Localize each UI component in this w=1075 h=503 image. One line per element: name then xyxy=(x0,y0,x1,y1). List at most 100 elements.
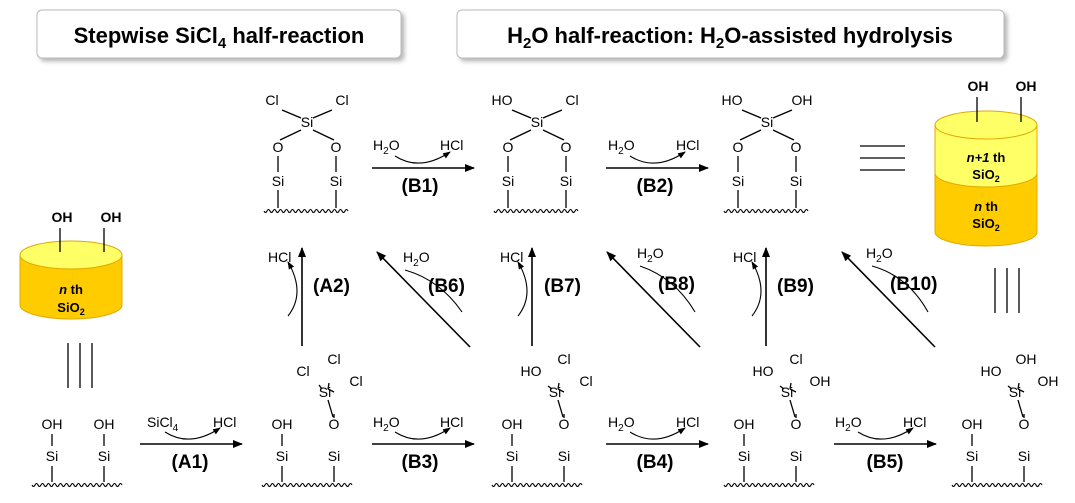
molecule-b3-product-oh-left: OH xyxy=(502,416,523,432)
arrow-A1: SiCl4 HCl (A1) xyxy=(140,414,243,473)
molecule-b1-product-si-right: Si xyxy=(560,173,572,189)
molecule-a1-reactant-si-right: Si xyxy=(98,448,110,464)
arrow-B10: H2O (B10) xyxy=(841,245,938,348)
reagent-h2o-b1: H2O xyxy=(373,137,400,157)
molecule-b1-product-si-left: Si xyxy=(502,173,514,189)
molecule-b4-product-o-right: O xyxy=(791,416,802,432)
label-B9: (B9) xyxy=(777,276,814,297)
molecule-b2-product-si-left: Si xyxy=(732,173,744,189)
cyl-left-layer: n th xyxy=(59,282,83,297)
molecule-a1-reactant-oh-left: OH xyxy=(42,416,63,432)
cyl-right-top-layer: n+1 th xyxy=(967,150,1006,165)
reagent-hcl-b5: HCl xyxy=(903,414,926,430)
molecule-b1-product-left-sub: HO xyxy=(492,92,513,108)
arrow-B2: H2O HCl (B2) xyxy=(606,137,709,197)
arrow-A2: HCl (A2) xyxy=(268,247,350,346)
label-A1: (A1) xyxy=(172,452,209,473)
molecule-b2-product-right-sub: OH xyxy=(792,92,813,108)
arrow-B5: H2O HCl (B5) xyxy=(834,414,937,473)
molecule-b5-product-sub-1: OH xyxy=(1016,351,1037,367)
molecule-b2-product-si-top: Si xyxy=(761,114,773,130)
molecule-b2-product-left-sub: HO xyxy=(722,92,743,108)
molecule-b3-product-sub-0: HO xyxy=(521,363,542,379)
molecule-a1-product-sub-0: Cl xyxy=(296,363,309,379)
arrow-B7: HCl (B7) xyxy=(500,247,581,346)
arrow-B4: H2O HCl (B4) xyxy=(606,414,709,473)
equiv-left xyxy=(67,343,93,388)
molecule-a1-reactant-oh-right: OH xyxy=(94,416,115,432)
molecule-b3-product-sub-2: Cl xyxy=(579,373,592,389)
molecule-b1-reactant-si-left: Si xyxy=(272,173,284,189)
molecule-b2-product-o-right: O xyxy=(791,139,802,155)
molecule-b1-product-o-left: O xyxy=(503,139,514,155)
cylinder-right: OH OH n+1 th SiO2 n th SiO2 xyxy=(934,78,1038,247)
molecule-b3-product-si-left: Si xyxy=(506,448,518,464)
reagent-hcl-b2: HCl xyxy=(676,137,699,153)
reagent-h2o-b5: H2O xyxy=(835,414,862,434)
molecule-b4-product-oh-left: OH xyxy=(734,416,755,432)
label-B6: (B6) xyxy=(428,276,465,297)
molecule-b2-product-si-right: Si xyxy=(790,173,802,189)
label-B3: (B3) xyxy=(402,452,439,473)
molecule-b5-product-si-right: Si xyxy=(1018,448,1030,464)
molecule-b1-reactant-o-left: O xyxy=(273,139,284,155)
label-B2: (B2) xyxy=(637,176,674,197)
reagent-hcl-b1: HCl xyxy=(440,137,463,153)
molecule-a1-product-si-left: Si xyxy=(276,448,288,464)
reagent-hcl-a2: HCl xyxy=(268,249,291,265)
molecule-b3-product-si-right: Si xyxy=(558,448,570,464)
molecule-a1-reactant-si-left: Si xyxy=(46,448,58,464)
reagent-h2o-b10: H2O xyxy=(866,245,893,265)
reagent-hcl-b4: HCl xyxy=(676,414,699,430)
cyl-left-oh-1: OH xyxy=(52,209,73,225)
cyl-left-sio2: SiO2 xyxy=(57,300,84,317)
molecule-b5-product-o-right: O xyxy=(1019,416,1030,432)
molecule-a1-product-o-right: O xyxy=(329,416,340,432)
cylinder-left: OH OH n th SiO2 xyxy=(19,209,123,320)
molecule-a1-reactant: OH OH Si Si xyxy=(31,416,123,488)
reagent-hcl-b3: HCl xyxy=(440,414,463,430)
molecule-b1-product-o-right: O xyxy=(561,139,572,155)
cyl-right-bottom-sio2: SiO2 xyxy=(972,216,999,233)
molecule-b4-product-si-top: Si xyxy=(781,384,793,400)
arrow-B3: H2O HCl (B3) xyxy=(372,414,475,473)
arrow-B1: H2O HCl (B1) xyxy=(372,137,475,197)
arrow-B8: H2O (B8) xyxy=(606,245,701,348)
reagent-h2o-b8: H2O xyxy=(637,245,664,265)
molecule-b1-reactant-left-sub: Cl xyxy=(265,92,278,108)
molecule-b1-product-right-sub: Cl xyxy=(565,92,578,108)
cyl-right-bottom-layer: n th xyxy=(974,199,998,214)
cyl-right-oh-2: OH xyxy=(1016,78,1037,94)
reagent-hcl-b7: HCl xyxy=(500,249,523,265)
header-right-title: H2O half-reaction: H2O-assisted hydrolys… xyxy=(507,23,953,52)
label-B1: (B1) xyxy=(402,176,439,197)
cyl-right-oh-1: OH xyxy=(968,78,989,94)
equiv-top xyxy=(860,145,905,171)
molecule-b4-product-sub-1: Cl xyxy=(789,351,802,367)
molecule-b3-product-si-top: Si xyxy=(549,384,561,400)
arrow-B9: HCl (B9) xyxy=(733,247,814,346)
arrow-B6: H2O (B6) xyxy=(376,249,471,348)
molecule-b3-product-sub-1: Cl xyxy=(557,351,570,367)
molecule-b5-product-oh-left: OH xyxy=(962,416,983,432)
cyl-right-top-sio2: SiO2 xyxy=(972,167,999,184)
molecule-b5-product-sub-2: OH xyxy=(1038,373,1059,389)
molecule-a1-product-sub-1: Cl xyxy=(327,351,340,367)
label-B8: (B8) xyxy=(658,274,695,295)
molecule-a1-product-si-right: Si xyxy=(328,448,340,464)
molecule-b1-reactant-o-right: O xyxy=(331,139,342,155)
label-B5: (B5) xyxy=(867,452,904,473)
molecule-b1-reactant-si-top: Si xyxy=(301,114,313,130)
molecule-a1-product-sub-2: Cl xyxy=(349,373,362,389)
header-right: H2O half-reaction: H2O-assisted hydrolys… xyxy=(456,9,1005,59)
molecule-b1-reactant-si-right: Si xyxy=(330,173,342,189)
molecule-b4-product-si-right: Si xyxy=(790,448,802,464)
label-B7: (B7) xyxy=(544,276,581,297)
molecule-b3-product-o-right: O xyxy=(559,416,570,432)
molecule-b5-product-si-top: Si xyxy=(1009,384,1021,400)
label-B4: (B4) xyxy=(637,452,674,473)
